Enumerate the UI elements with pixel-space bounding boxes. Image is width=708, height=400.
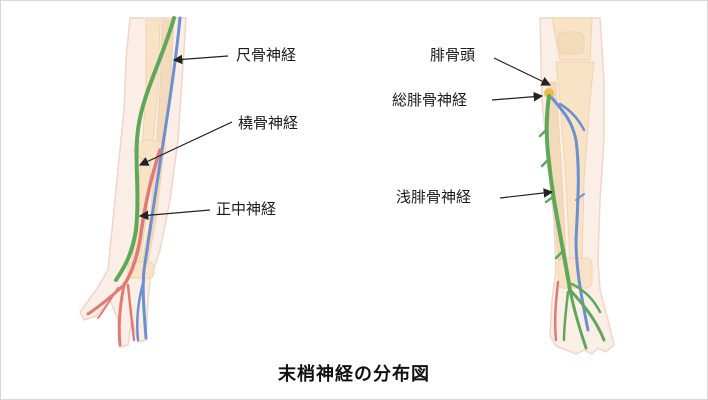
common-peroneal-nerve-label: 総腓骨神経 bbox=[392, 91, 468, 109]
fibular-head-pointer bbox=[493, 57, 552, 86]
ulnar-nerve-label: 尺骨神経 bbox=[236, 46, 297, 64]
radial-nerve-line bbox=[114, 16, 176, 282]
arm-illustration bbox=[79, 16, 187, 348]
fibular-head-label: 腓骨頭 bbox=[430, 46, 476, 64]
fibular-head-marker bbox=[544, 88, 554, 98]
superficial-peroneal-pointer bbox=[499, 188, 554, 199]
common-peroneal-pointer bbox=[491, 91, 544, 102]
superficial-peroneal-nerve-line bbox=[544, 94, 572, 292]
radial-nerve-label: 橈骨神経 bbox=[238, 114, 299, 132]
ulnar-nerve-pointer bbox=[172, 54, 229, 65]
superficial-peroneal-nerve-label: 浅腓骨神経 bbox=[396, 188, 472, 206]
median-nerve-line bbox=[122, 148, 162, 287]
deep-peroneal-nerve-line bbox=[550, 96, 590, 332]
leg-patella bbox=[557, 31, 585, 55]
foot-digital-nerve-line bbox=[553, 280, 560, 342]
diagram-caption: 末梢神経の分布図 bbox=[278, 364, 430, 385]
radial-nerve-pointer bbox=[138, 121, 233, 166]
median-nerve-pointer bbox=[138, 209, 211, 221]
leg-illustration bbox=[538, 17, 615, 355]
leg-ankle-bones bbox=[557, 257, 593, 289]
ulnar-nerve-line bbox=[141, 16, 182, 340]
median-nerve-label: 正中神経 bbox=[216, 200, 277, 218]
